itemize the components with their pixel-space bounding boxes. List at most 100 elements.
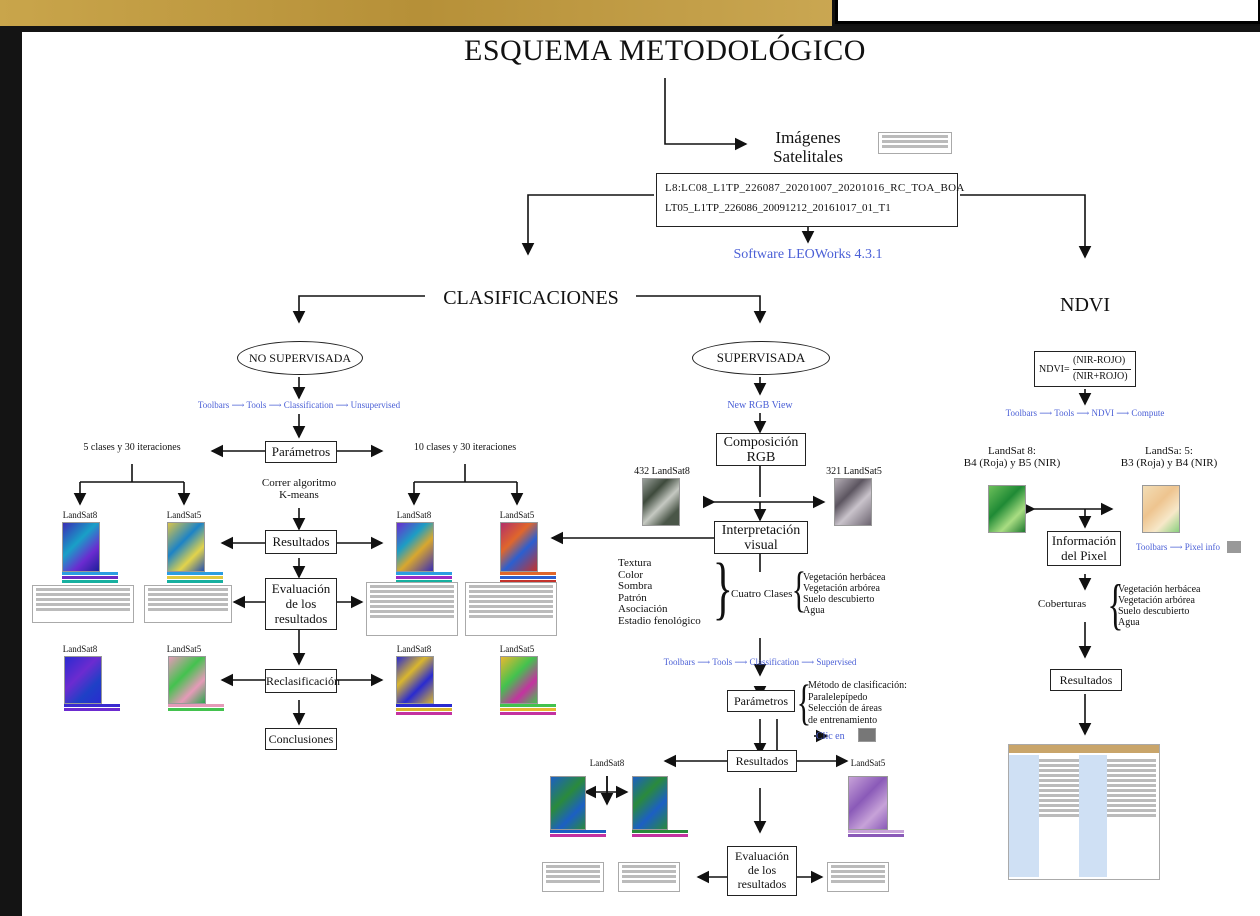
sup-landsat8-legend-1: [550, 830, 606, 848]
sup-landsat5-image: [848, 776, 888, 830]
ns-landsat5-label-4: LandSat5: [499, 644, 535, 654]
ns-landsat5-reclass-legend: [168, 704, 224, 722]
cobertura-item: Vegetación arbórea: [1118, 595, 1195, 606]
ten-classes-label: 10 clases y 30 iteraciones: [413, 442, 517, 453]
metodo-list: Método de clasificación: Paralelepípedo …: [808, 680, 907, 726]
ns-landsat5-result-image: [167, 522, 205, 572]
classify-tool-icon: [858, 728, 876, 742]
ns-landsat8-reclass-image: [64, 656, 102, 704]
ns-landsat8-label-4: LandSat8: [396, 644, 432, 654]
ns-eval-table-1: [32, 585, 134, 623]
ns-landsat8-result-image: [62, 522, 100, 572]
clase-item: Vegetación arbórea: [803, 583, 880, 594]
ns-landsat5-result-image-2: [500, 522, 538, 572]
coberturas-label: Coberturas: [1037, 598, 1087, 610]
criterion-item: Sombra: [618, 580, 653, 592]
sup-landsat5-label: LandSat5: [850, 758, 886, 768]
criterion-item: Patrón: [618, 591, 647, 604]
no-supervisada-toolbar-path: Toolbars ⟶ Tools ⟶ Classification ⟶ Unsu…: [197, 400, 401, 410]
ns-landsat5-label-3: LandSat5: [166, 644, 202, 654]
ns-eval-table-2: [144, 585, 232, 623]
supervisada-ellipse: SUPERVISADA: [692, 341, 830, 375]
cobertura-item: Suelo descubierto: [1118, 606, 1190, 617]
imagenes-table-thumb: [878, 132, 952, 154]
ns-landsat8-label-2: LandSat8: [396, 510, 432, 520]
sup-eval-table-1: [542, 862, 604, 892]
five-classes-label: 5 clases y 30 iteraciones: [83, 442, 181, 453]
criterion-item: Textura: [618, 557, 652, 569]
sup-landsat8-image-2: [632, 776, 668, 830]
ndvi-title: NDVI: [1060, 294, 1110, 316]
satellite-files-box: L8:LC08_L1TP_226087_20201007_20201016_RC…: [656, 173, 964, 227]
sup-landsat8-label: LandSat8: [589, 758, 625, 768]
ns-landsat5-reclass-legend-2: [500, 704, 556, 722]
cuatro-clases-label: Cuatro Clases: [731, 588, 793, 600]
criterion-item: Asociación: [618, 603, 668, 615]
metodo-item: Método de clasificación:: [808, 680, 907, 691]
ns-landsat5-reclass-image: [168, 656, 206, 704]
rgb-landsat5-image: [834, 478, 872, 526]
coberturas-brace: {: [1107, 574, 1124, 636]
metodo-brace: {: [796, 674, 812, 730]
software-label: Software LEOWorks 4.3.1: [733, 247, 883, 262]
coberturas-list: Vegetación herbácea Vegetación arbórea S…: [1118, 584, 1200, 628]
diagram-title: ESQUEMA METODOLÓGICO: [464, 34, 866, 67]
supervisada-parametros-box: Parámetros: [727, 690, 795, 712]
ns-landsat5-reclass-image-2: [500, 656, 538, 704]
no-supervisada-parametros-box: Parámetros: [265, 441, 337, 463]
ndvi-landsat5-image: [1142, 485, 1180, 533]
top-white-box: [835, 0, 1260, 24]
rgb-landsat8-image: [642, 478, 680, 526]
ndvi-landsat5-label: LandSa: 5:B3 (Roja) y B4 (NIR): [1120, 445, 1218, 469]
ns-landsat8-result-image-2: [396, 522, 434, 572]
ndvi-formula-prefix: NDVI=: [1039, 364, 1070, 375]
connector-layer: [73, 78, 1114, 884]
ns-eval-table-3: [366, 582, 458, 636]
ns-landsat8-label-3: LandSat8: [62, 644, 98, 654]
ndvi-toolbar-path: Toolbars ⟶ Tools ⟶ NDVI ⟶ Compute: [1005, 408, 1165, 418]
ns-landsat5-legend: [167, 572, 223, 590]
criterion-item: Color: [618, 568, 644, 581]
ndvi-results-table: [1008, 744, 1160, 880]
clases-list: Vegetación herbácea Vegetación arbórea S…: [803, 572, 885, 616]
ns-landsat5-legend-2: [500, 572, 556, 590]
ndvi-denominator: (NIR+ROJO): [1073, 371, 1128, 382]
rgb-landsat5-label: 321 LandSat5: [826, 466, 882, 477]
sup-landsat8-image-1: [550, 776, 586, 830]
ns-landsat5-label-1: LandSat5: [166, 510, 202, 520]
ndvi-landsat8-label: LandSat 8:B4 (Roja) y B5 (NIR): [963, 445, 1061, 469]
new-rgb-view-label: New RGB View: [727, 400, 793, 411]
ns-eval-table-4: [465, 582, 557, 636]
metodo-item: Selección de áreas: [808, 703, 882, 714]
ndvi-formula-box: NDVI= (NIR-ROJO) (NIR+ROJO): [1034, 351, 1136, 387]
ns-reclasificacion-box: Reclasificación: [265, 669, 340, 693]
ndvi-landsat8-image: [988, 485, 1026, 533]
pixel-info-toolbar-path: Toolbars ⟶ Pixel info: [1136, 542, 1221, 552]
supervisada-toolbar-path: Toolbars ⟶ Tools ⟶ Classification ⟶ Supe…: [663, 657, 857, 667]
cobertura-item: Vegetación herbácea: [1118, 584, 1201, 595]
clase-item: Agua: [803, 605, 825, 616]
ns-landsat8-reclass-legend-2: [396, 704, 452, 722]
ns-landsat8-reclass-image-2: [396, 656, 434, 704]
ns-resultados-box: Resultados: [265, 530, 337, 554]
sup-eval-table-3: [827, 862, 889, 892]
metodo-item: de entrenamiento: [808, 714, 878, 726]
ndvi-resultados-box: Resultados: [1050, 669, 1122, 691]
clase-item: Suelo descubierto: [803, 594, 875, 605]
ns-landsat8-reclass-legend: [64, 704, 120, 722]
ns-landsat8-legend: [62, 572, 118, 590]
ns-conclusiones-box: Conclusiones: [265, 728, 337, 750]
metodo-item: Paralelepípedo: [808, 691, 868, 703]
ns-landsat8-legend-2: [396, 572, 452, 590]
clase-item: Vegetación herbácea: [803, 572, 886, 583]
criteria-brace: }: [712, 550, 733, 627]
no-supervisada-ellipse: NO SUPERVISADA: [237, 341, 363, 375]
ns-landsat5-label-2: LandSat5: [499, 510, 535, 520]
